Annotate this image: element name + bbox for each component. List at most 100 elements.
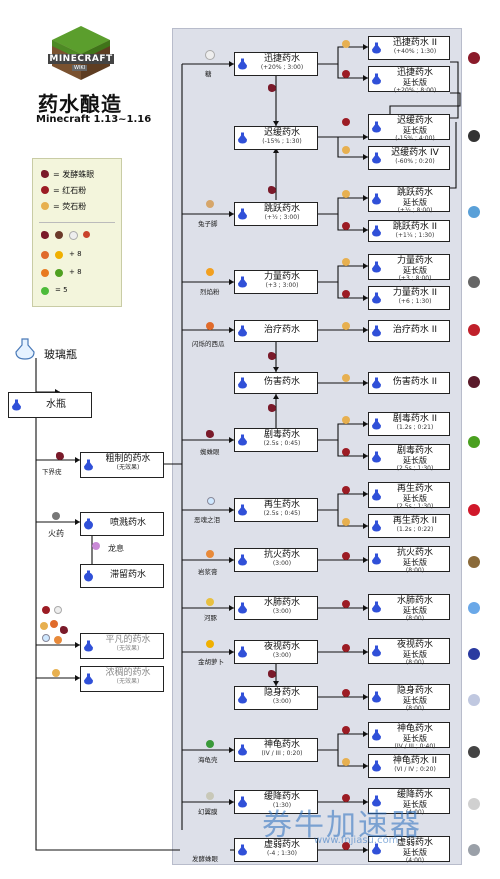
potion-box-regen-ext: 再生药水延长版(2.5s ; 1:30) [368,482,450,509]
gunpowder-label: 火药 [48,529,64,538]
page-title: 药水酿造 [38,92,122,116]
fermented-spider-eye-icon [268,186,276,194]
potion-box-invis-ext: 隐身药水延长版(8:00) [368,684,450,712]
potion-stat: (-60% ; 0:20) [395,157,435,165]
potion-box-leaping: 跳跃药水(+½ ; 3:00) [234,202,318,226]
potion-stat: (-15% ; 1:30) [262,137,302,145]
potion-stat: (1.2s ; 0:21) [396,423,434,431]
dragon-breath-icon [92,542,100,550]
redstone-icon [342,726,350,734]
potion-box-weakness: 虚弱药水(-4 ; 1:30) [234,838,318,862]
sugar-icon [69,231,78,240]
potion-icon [238,504,247,516]
potion-name: 跳跃药水 II [392,222,438,232]
glowstone-icon [342,416,350,424]
potion-icon [238,646,247,658]
water-bottle-box: 水瓶 [8,392,92,418]
thick-potion-sub: (无效果) [116,677,140,685]
sugar-icon [54,606,62,614]
potion-name: 再生药水 [263,500,300,510]
potion-box-harming: 伤害药水 [234,372,318,394]
potion-name: 剧毒药水 II [392,414,438,424]
potion-stat: (-15% ; 4:00) [395,134,435,142]
speed-effect-icon [468,52,480,64]
potion-stat: (+3 ; 3:00) [265,281,299,289]
potion-name: 抗火药水 [263,550,300,560]
potion-icon [372,795,381,807]
potion-box-swiftness: 迅捷药水(+20% ; 3:00) [234,52,318,76]
potion-box-turtle-ext: 神龟药水延长版(IV / III ; 0:40) [368,722,450,750]
potion-variant: 延长版 [403,125,427,135]
potion-stat: (8:00) [405,704,425,712]
potion-name: 力量药水 [263,272,300,282]
potion-icon [372,152,381,164]
fermented-spider-eye-icon [268,352,276,360]
redstone-icon [342,552,350,560]
mushroom-icon [55,231,63,239]
fermented-spider-eye-icon [41,170,49,178]
glass-bottle-icon [14,338,36,360]
page-subtitle: Minecraft 1.13~1.16 [36,114,152,125]
thick-potion-box: 浓稠的药水 (无效果) [80,666,164,692]
redstone-icon [342,842,350,850]
slow-falling-effect-icon [468,798,480,810]
melon-icon [50,620,58,628]
redstone-icon [342,70,350,78]
potion-name: 夜视药水 [396,640,433,650]
watermark: 券牛加速器 [262,808,422,843]
potion-name: 缓降药水 [263,792,300,802]
potion-stat: (IV / III ; 0:40) [394,742,436,750]
potion-stat: (4:00) [405,808,425,816]
potion-name: 迟缓药水 [396,116,433,126]
potion-stat: (+½ ; 3:00) [264,213,300,221]
ghast-tear-label: 恶魂之泪 [194,516,220,524]
legend-eq: + 8 [69,250,82,258]
resistance-effect-icon [468,746,480,758]
water-bottle-icon [12,399,21,411]
gold-nugget-icon [55,251,63,259]
potion-variant: 延长版 [403,847,427,857]
potion-variant: 延长版 [403,197,427,207]
splash-potion-icon [84,518,93,530]
spider-eye-icon [60,626,68,634]
potion-name: 虚弱药水 [396,838,433,848]
potion-stat: (3:00) [272,559,292,567]
potion-name: 迅捷药水 II [392,38,438,48]
potion-box-slowness-ext: 迟缓药水延长版(-15% ; 4:00) [368,114,450,142]
phantom-membrane-icon [206,792,214,800]
potion-icon [372,292,381,304]
watermark-url: www.fnjiasu.com [314,835,399,846]
red-mushroom-icon [83,231,90,238]
fire-resistance-effect-icon [468,556,480,568]
potion-stat: (3:00) [272,607,292,615]
potion-name: 神龟药水 [396,724,433,734]
spider-eye-icon [206,430,214,438]
glowstone-icon [342,518,350,526]
potion-icon [238,554,247,566]
glowstone-icon [342,40,350,48]
potion-box-slowness: 迟缓药水(-15% ; 1:30) [234,126,318,150]
potion-variant: 延长版 [403,455,427,465]
rabbit-foot-label: 兔子脚 [198,220,218,228]
potion-stat: (IV / III ; 0:20) [261,749,303,757]
potion-name: 治疗药水 [263,325,300,335]
potion-icon [372,377,381,389]
healing-effect-icon [468,324,480,336]
potion-box-fire-res: 抗火药水(3:00) [234,548,318,572]
mundane-potion-label: 平凡的药水 [105,635,151,645]
glowstone-icon [342,374,350,382]
legend-item: = 荧石粉 [53,202,87,211]
potion-stat: (+20% ; 8:00) [393,86,437,94]
potion-box-water-breath-ext: 水肺药水延长版(8:00) [368,594,450,621]
potion-stat: (3:00) [272,697,292,705]
potion-stat: (1:30) [272,801,292,809]
potion-icon [84,459,93,471]
pufferfish-label: 河豚 [204,614,217,622]
gunpowder-icon [52,512,60,520]
potion-box-night-vision-ext: 夜视药水延长版(8:00) [368,638,450,665]
potion-name: 隐身药水 [396,686,433,696]
redstone-icon [42,606,50,614]
logo-text: MINECRAFT [48,54,114,64]
potion-variant: 延长版 [403,77,427,87]
potion-box-regen2: 再生药水 II(1.2s ; 0:22) [368,514,450,538]
